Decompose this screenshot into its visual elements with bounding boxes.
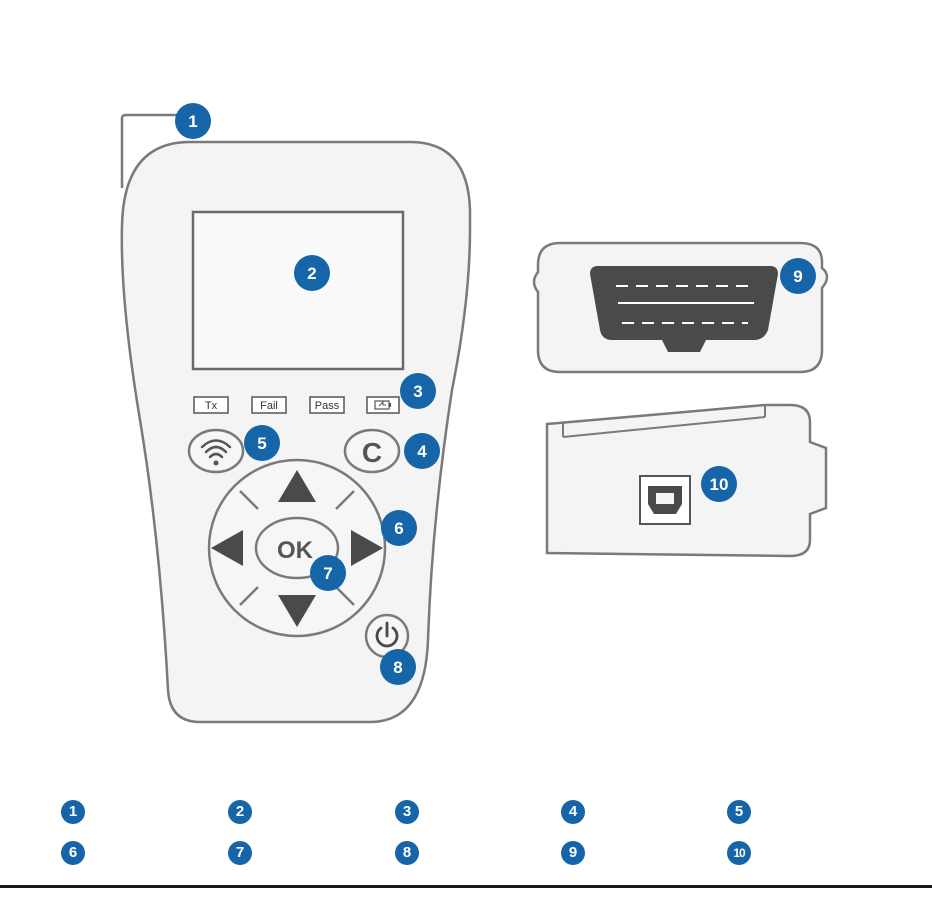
svg-text:3: 3 xyxy=(413,382,422,401)
bottom-rule xyxy=(0,885,932,888)
device-screen xyxy=(193,212,403,369)
callout-9: 9 xyxy=(780,258,816,294)
led-pass-label: Pass xyxy=(315,400,340,412)
callout-5: 5 xyxy=(244,425,280,461)
obd-port xyxy=(590,266,778,352)
callout-4: 4 xyxy=(404,433,440,469)
callout-10: 10 xyxy=(701,466,737,502)
ok-button-label: OK xyxy=(277,537,314,564)
callout-6: 6 xyxy=(381,510,417,546)
svg-text:6: 6 xyxy=(394,519,403,538)
callout-1: 1 xyxy=(175,103,211,139)
svg-text:5: 5 xyxy=(257,434,266,453)
callout-7: 7 xyxy=(310,555,346,591)
wireless-trigger-button[interactable] xyxy=(189,430,243,472)
svg-text:1: 1 xyxy=(188,112,197,131)
wifi-dot xyxy=(214,461,219,466)
callout-8: 8 xyxy=(380,649,416,685)
usb-side-view xyxy=(547,405,826,556)
clear-button-label: C xyxy=(362,437,382,468)
callout-3: 3 xyxy=(400,373,436,409)
callout-2: 2 xyxy=(294,255,330,291)
clear-button[interactable]: C xyxy=(345,430,399,472)
svg-text:7: 7 xyxy=(323,564,332,583)
svg-text:4: 4 xyxy=(417,442,427,461)
led-fail-label: Fail xyxy=(260,400,278,412)
svg-text:2: 2 xyxy=(307,264,316,283)
led-tx-label: Tx xyxy=(205,400,218,412)
svg-text:9: 9 xyxy=(793,267,802,286)
svg-text:8: 8 xyxy=(393,658,402,677)
svg-text:10: 10 xyxy=(710,475,729,494)
obd-connector xyxy=(534,243,827,372)
